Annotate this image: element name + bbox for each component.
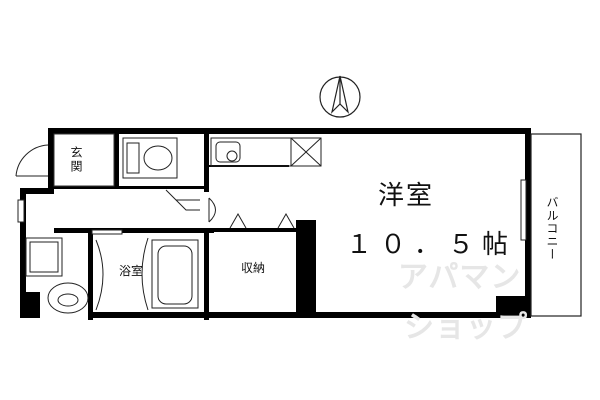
corridor-door <box>165 189 200 211</box>
balcony-window <box>520 179 527 241</box>
ventilation-icon <box>290 137 322 167</box>
north-compass-icon <box>319 75 361 118</box>
entrance-door <box>15 144 49 177</box>
main-room-size-label: １０．５帖 <box>346 230 517 260</box>
bath-label: 浴室 <box>119 264 144 278</box>
bath-door <box>91 229 123 235</box>
bathtub-icon <box>95 237 199 311</box>
side-window <box>17 199 25 223</box>
exterior-walls <box>20 128 531 318</box>
watermark-line-2: ショップ <box>404 310 528 345</box>
balcony-area <box>530 133 582 317</box>
kitchen-sink-icon <box>210 137 292 167</box>
toilet-icon <box>122 137 178 179</box>
room-door <box>208 197 216 223</box>
watermark-line-1: アパマン <box>398 260 522 295</box>
main-room-label: 洋室 <box>378 181 435 211</box>
entrance-label: 玄関 <box>69 146 83 174</box>
balcony-label: バルコニー <box>545 196 559 261</box>
washing-machine-icon <box>25 237 63 277</box>
watermark: アパマン ショップ <box>398 244 548 354</box>
entrance-area <box>53 133 115 187</box>
storage-doors <box>229 212 295 229</box>
interior-walls <box>54 128 316 320</box>
sink-icon <box>47 282 89 314</box>
storage-label: 収納 <box>241 261 266 275</box>
